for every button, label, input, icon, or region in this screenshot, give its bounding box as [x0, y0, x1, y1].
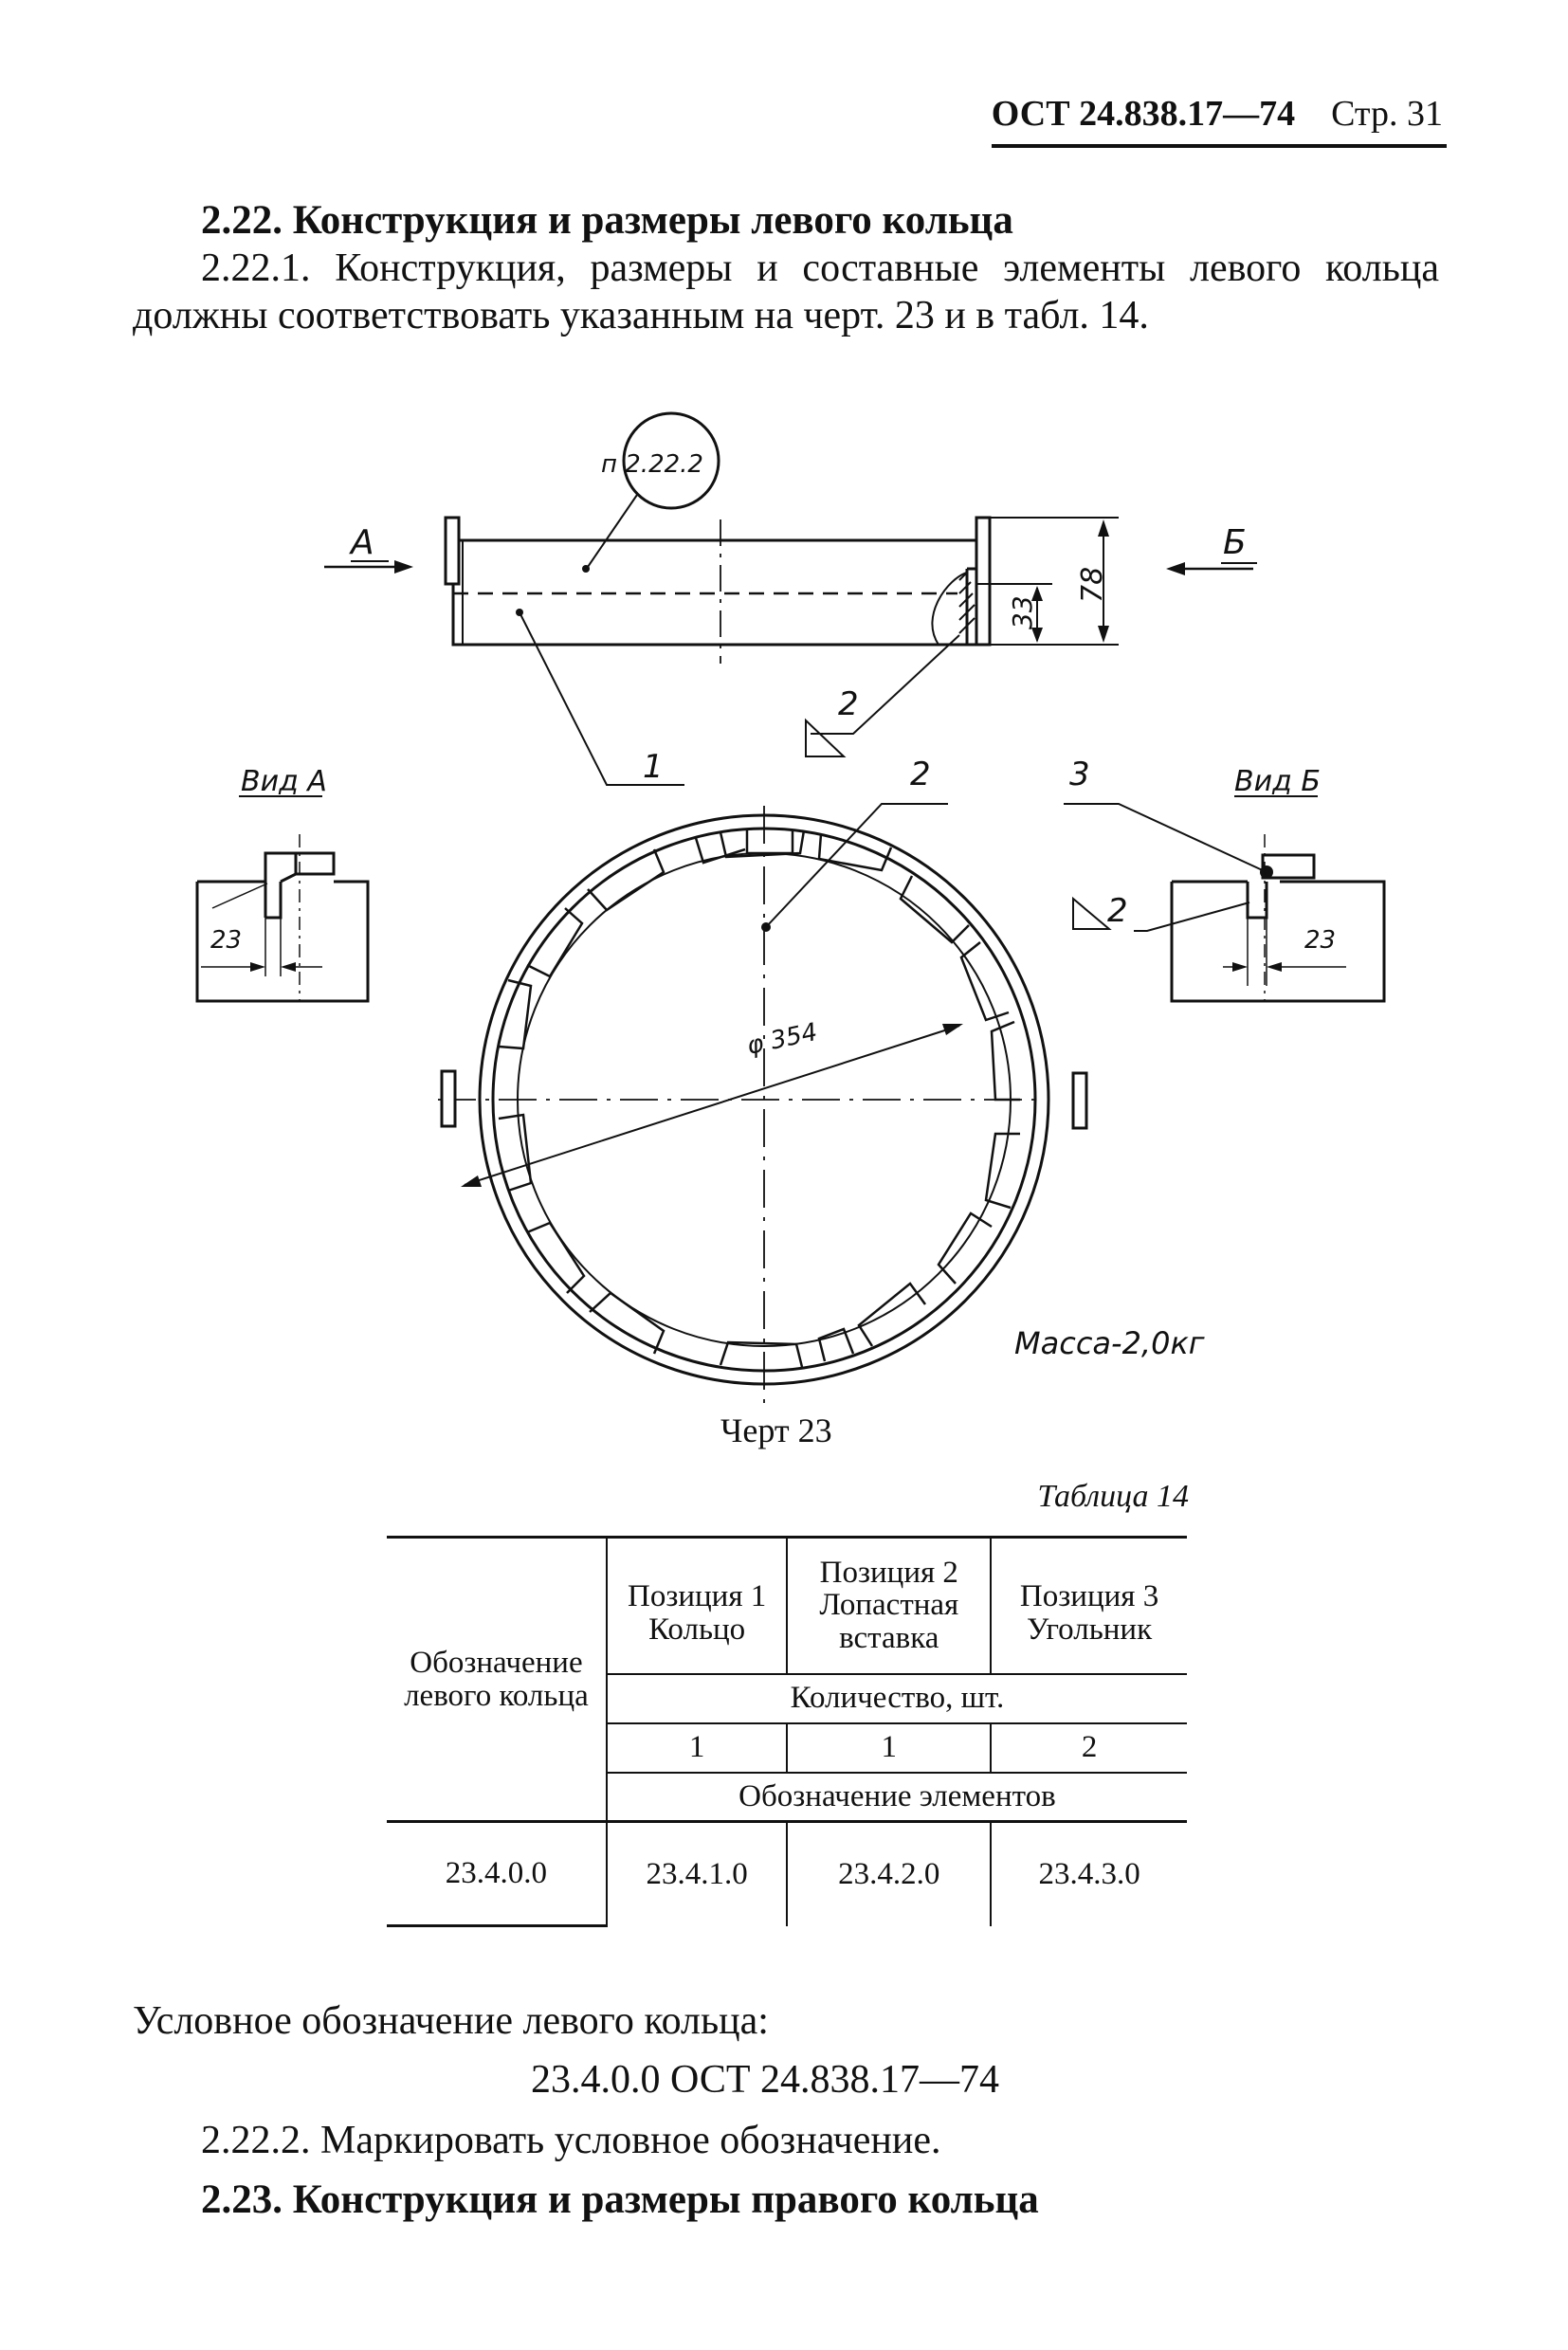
paragraph-2-22-2: 2.22.2. Маркировать условное обозначение… — [201, 2119, 941, 2162]
page-header: ОСТ 24.838.17—74 Стр. 31 — [992, 93, 1443, 135]
drawing-23: п 2.22.2 А Б 78 33 2 1 2 3 Вид А Вид Б 2… — [195, 411, 1386, 1403]
side-view — [324, 411, 1257, 786]
col-position-3-header: Позиция 3 Угольник — [990, 1536, 1187, 1674]
view-b — [1064, 795, 1386, 1003]
dim-23-left: 23 — [210, 926, 242, 955]
ring-plan-view — [438, 803, 1088, 1403]
standard-number: ОСТ 24.838.17—74 — [991, 94, 1296, 134]
table-caption: Таблица 14 — [1037, 1479, 1189, 1514]
position-3-label: 3 — [1069, 756, 1090, 793]
header-rule — [992, 144, 1447, 148]
cell-position-1: 23.4.1.0 — [605, 1820, 788, 1926]
position-1-label: 1 — [643, 748, 664, 786]
position-2-label: 2 — [910, 756, 931, 793]
paragraph-2-22-1: 2.22.1. Конструкция, размеры и составные… — [133, 246, 1439, 337]
qty-position-1: 1 — [605, 1722, 788, 1773]
weld-symbol-label: 2 — [838, 685, 859, 723]
blade-inserts — [498, 829, 1020, 1368]
elements-header: Обозначение элементов — [605, 1771, 1187, 1823]
circle-note-text: п 2.22.2 — [601, 450, 703, 479]
mass-label: Масса-2,0кг — [1014, 1325, 1205, 1361]
section-2-23-title: 2.23. Конструкция и размеры правого коль… — [201, 2177, 1039, 2222]
col-designation-header: Обозначение левого кольца — [387, 1536, 607, 1822]
view-a-arrow-label: А — [349, 523, 374, 562]
section-2-22-title: 2.22. Конструкция и размеры левого кольц… — [201, 198, 1013, 243]
qty-position-2: 1 — [786, 1722, 992, 1773]
dim-33: 33 — [1007, 595, 1038, 629]
conditional-designation-value: 23.4.0.0 ОСТ 24.838.17—74 — [531, 2058, 1000, 2102]
dim-23-right: 23 — [1304, 926, 1336, 955]
cell-designation: 23.4.0.0 — [387, 1820, 607, 1927]
conditional-designation-label: Условное обозначение левого кольца: — [133, 1999, 769, 2043]
cell-position-3: 23.4.3.0 — [990, 1820, 1187, 1926]
dim-78: 78 — [1076, 567, 1109, 603]
qty-position-3: 2 — [990, 1722, 1187, 1773]
cell-position-2: 23.4.2.0 — [786, 1820, 992, 1926]
col-position-2-header: Позиция 2 Лопастная вставка — [786, 1536, 992, 1674]
table-14: Обозначение левого кольца Позиция 1 Коль… — [387, 1536, 1187, 1927]
page-number: Стр. 31 — [1331, 94, 1443, 134]
drawing-caption: Черт 23 — [720, 1412, 832, 1449]
quantity-header: Количество, шт. — [605, 1672, 1187, 1723]
view-b-arrow-label: Б — [1223, 523, 1247, 562]
view-a-title: Вид А — [241, 765, 327, 798]
view-a — [195, 795, 370, 1003]
weld-symbol-b-label: 2 — [1107, 892, 1128, 930]
col-position-1-header: Позиция 1 Кольцо — [605, 1536, 788, 1674]
diameter-label: φ 354 — [744, 1018, 820, 1061]
view-b-title: Вид Б — [1234, 765, 1321, 798]
table-row: 23.4.0.0 23.4.1.0 23.4.2.0 23.4.3.0 — [387, 1820, 1187, 1927]
